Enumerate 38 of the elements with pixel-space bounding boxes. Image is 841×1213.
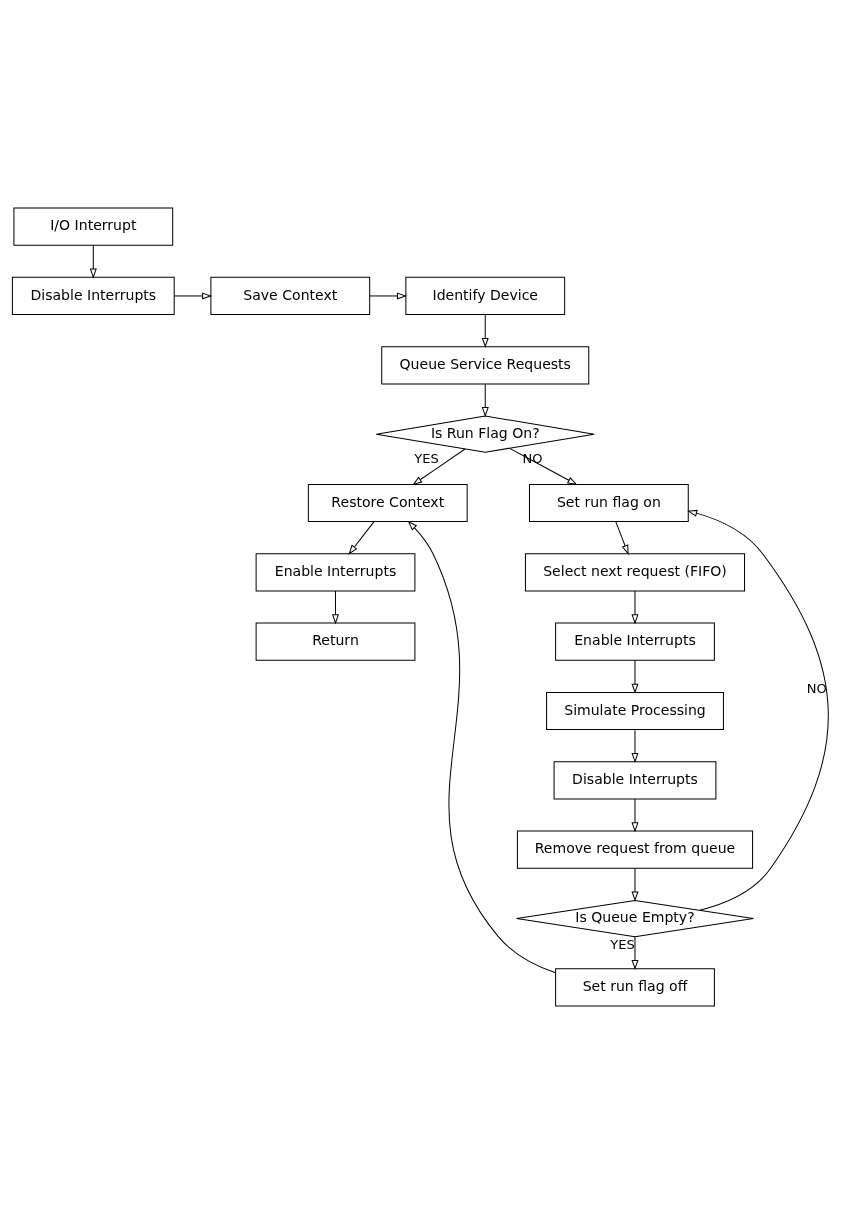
edge-label: NO [806, 680, 827, 696]
arrow [631, 935, 639, 969]
arrow [408, 520, 556, 973]
arrow [631, 867, 639, 901]
arrow [90, 244, 97, 278]
node-box: Identify Device [405, 276, 566, 315]
node-box: Set run flag on [528, 483, 689, 522]
arrow [631, 659, 639, 693]
node-diamond: Is Queue Empty? [516, 899, 754, 937]
arrow [413, 448, 466, 485]
node-box: Disable Interrupts [553, 760, 717, 799]
node-box: Queue Service Requests [381, 345, 590, 384]
node-box: Select next request (FIFO) [524, 552, 746, 591]
arrow [509, 447, 577, 485]
node-box: Set run flag off [555, 967, 715, 1006]
node-box: Save Context [210, 276, 371, 315]
node-box: Disable Interrupts [11, 276, 175, 315]
arrow [481, 313, 489, 347]
arrow [369, 292, 406, 299]
arrow [348, 520, 375, 554]
node-box: Enable Interrupts [555, 622, 715, 661]
node-box: Return [255, 622, 416, 661]
node-diamond: Is Run Flag On? [375, 415, 595, 453]
arrow [332, 590, 339, 623]
arrow [688, 509, 829, 911]
node-box: Enable Interrupts [255, 552, 416, 591]
node-box: Restore Context [307, 483, 468, 522]
edge-label: YES [610, 936, 635, 952]
arrow [615, 520, 629, 554]
arrow [174, 292, 212, 299]
node-box: Simulate Processing [546, 691, 724, 730]
arrow [631, 798, 639, 831]
node-box: Remove request from queue [516, 830, 754, 869]
node-box: I/O Interrupt [13, 207, 174, 246]
edge-label: YES [414, 450, 439, 466]
arrow [481, 383, 489, 416]
arrow [631, 728, 639, 762]
arrow [631, 590, 639, 623]
